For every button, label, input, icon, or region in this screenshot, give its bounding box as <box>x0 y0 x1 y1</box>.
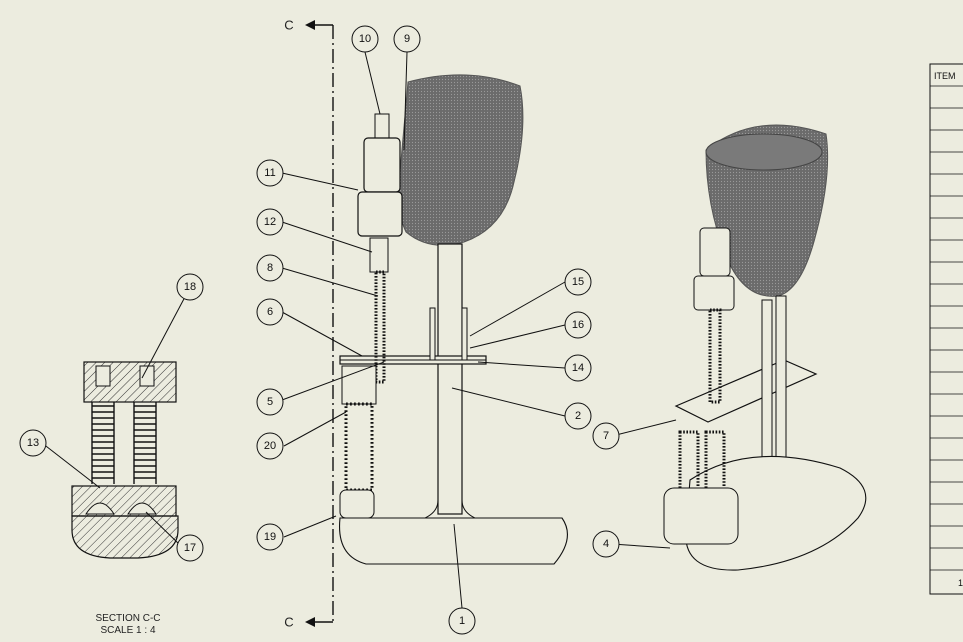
balloon-2: 2 <box>564 402 592 430</box>
balloon-11: 11 <box>256 159 284 187</box>
balloon-13: 13 <box>19 429 47 457</box>
svg-text:17: 17 <box>184 542 196 554</box>
svg-text:5: 5 <box>267 396 273 408</box>
section-scale: SCALE 1 : 4 <box>100 625 155 636</box>
svg-text:9: 9 <box>404 33 410 45</box>
svg-text:6: 6 <box>267 306 273 318</box>
section-title: SECTION C-C <box>96 613 161 624</box>
balloon-14: 14 <box>564 354 592 382</box>
leader-lines <box>41 51 677 609</box>
balloons: 1 2 4 5 6 7 8 9 10 11 12 13 14 15 16 17 … <box>19 25 620 635</box>
balloon-18: 18 <box>176 273 204 301</box>
balloon-1: 1 <box>448 607 476 635</box>
section-cut-line: C C <box>284 18 334 630</box>
svg-text:15: 15 <box>572 276 584 288</box>
bom-table: ITEM 1 <box>929 63 963 595</box>
section-label: SECTION C-C SCALE 1 : 4 <box>96 613 161 636</box>
balloon-4: 4 <box>592 530 620 558</box>
balloon-16: 16 <box>564 311 592 339</box>
balloon-9: 9 <box>393 25 421 53</box>
balloon-6: 6 <box>256 298 284 326</box>
front-view <box>338 74 568 565</box>
svg-text:16: 16 <box>572 319 584 331</box>
svg-text:18: 18 <box>184 281 196 293</box>
svg-text:11: 11 <box>264 167 275 179</box>
svg-text:7: 7 <box>603 430 609 442</box>
svg-text:12: 12 <box>264 216 276 228</box>
section-c-c-view <box>71 361 179 559</box>
svg-text:20: 20 <box>264 440 276 452</box>
balloon-12: 12 <box>256 208 284 236</box>
section-letter-top: C <box>284 18 293 33</box>
svg-text:8: 8 <box>267 262 273 274</box>
section-letter-bottom: C <box>284 615 293 630</box>
balloon-15: 15 <box>564 268 592 296</box>
svg-text:1: 1 <box>459 615 465 627</box>
balloon-17: 17 <box>176 534 204 562</box>
svg-text:10: 10 <box>359 33 371 45</box>
balloon-7: 7 <box>592 422 620 450</box>
balloon-19: 19 <box>256 523 284 551</box>
bom-header-item: ITEM <box>934 71 956 81</box>
balloon-10: 10 <box>351 25 379 53</box>
balloon-8: 8 <box>256 254 284 282</box>
balloon-5: 5 <box>256 388 284 416</box>
bom-last-cell: 1 <box>958 578 963 588</box>
svg-text:4: 4 <box>603 538 609 550</box>
svg-text:14: 14 <box>572 362 584 374</box>
svg-text:19: 19 <box>264 531 276 543</box>
balloon-20: 20 <box>256 432 284 460</box>
svg-text:13: 13 <box>27 437 39 449</box>
isometric-view <box>663 124 867 571</box>
svg-text:2: 2 <box>575 410 581 422</box>
